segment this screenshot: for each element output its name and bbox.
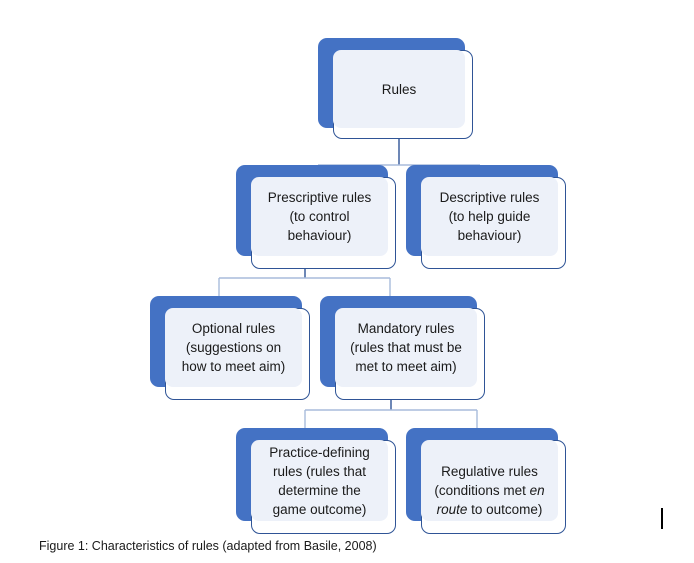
node-descriptive-rules-fill: Descriptive rules (to help guide behavio… xyxy=(421,177,558,256)
node-rules-label: Rules xyxy=(381,81,417,97)
node-regulative-rules-label-part2: to outcome) xyxy=(467,501,543,517)
node-practice-defining-rules-fill: Practice-defining rules (rules that dete… xyxy=(251,440,388,521)
node-rules[interactable]: Rules xyxy=(318,38,473,139)
node-prescriptive-rules-fill: Prescriptive rules (to control behaviour… xyxy=(251,177,388,256)
node-regulative-rules[interactable]: Regulative rules (conditions met en rout… xyxy=(406,428,566,534)
node-descriptive-rules-label: Descriptive rules (to help guide behavio… xyxy=(439,190,540,243)
node-practice-defining-rules[interactable]: Practice-defining rules (rules that dete… xyxy=(236,428,396,534)
node-regulative-rules-label-italic: en route xyxy=(436,482,545,517)
node-mandatory-rules-fill: Mandatory rules (rules that must be met … xyxy=(335,308,477,387)
node-optional-rules-label: Optional rules (suggestions on how to me… xyxy=(181,321,286,374)
node-descriptive-rules[interactable]: Descriptive rules (to help guide behavio… xyxy=(406,165,566,269)
node-mandatory-rules[interactable]: Mandatory rules (rules that must be met … xyxy=(320,296,485,400)
node-regulative-rules-label-part1: Regulative rules (conditions met xyxy=(434,463,538,498)
node-regulative-rules-fill: Regulative rules (conditions met en rout… xyxy=(421,440,558,521)
node-rules-fill: Rules xyxy=(333,50,465,128)
node-practice-defining-rules-label: Practice-defining rules (rules that dete… xyxy=(269,444,370,517)
node-regulative-rules-label: Regulative rules (conditions met en rout… xyxy=(421,443,558,519)
node-optional-rules[interactable]: Optional rules (suggestions on how to me… xyxy=(150,296,310,400)
text-caret[interactable] xyxy=(661,508,663,529)
figure-caption: Figure 1: Characteristics of rules (adap… xyxy=(39,539,377,553)
node-prescriptive-rules-label: Prescriptive rules (to control behaviour… xyxy=(267,190,372,243)
node-mandatory-rules-label: Mandatory rules (rules that must be met … xyxy=(350,321,462,374)
node-prescriptive-rules[interactable]: Prescriptive rules (to control behaviour… xyxy=(236,165,396,269)
node-optional-rules-fill: Optional rules (suggestions on how to me… xyxy=(165,308,302,387)
